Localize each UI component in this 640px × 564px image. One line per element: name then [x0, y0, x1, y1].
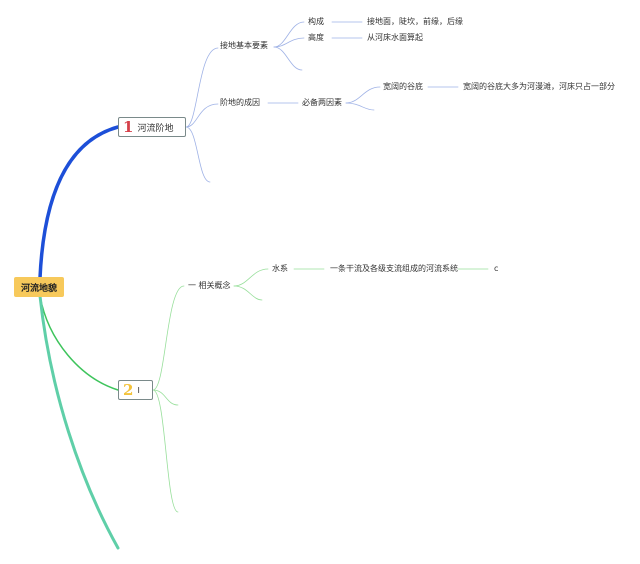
concept-to-empty: [233, 285, 263, 301]
t1-to-empty: [185, 126, 211, 183]
basic-to-empty: [273, 46, 303, 71]
concept-to-water: [233, 268, 269, 287]
topic-1-number: 1: [123, 118, 134, 136]
t2-to-concept: [152, 285, 185, 391]
node-wide-valley[interactable]: 宽阔的谷底: [383, 82, 423, 91]
node-terrace-cause[interactable]: 阶地的成因: [220, 98, 260, 107]
branch-2-edge: [39, 295, 119, 391]
root-node[interactable]: 河流地貌: [14, 277, 64, 297]
node-height-detail[interactable]: 从河床水面算起: [367, 33, 423, 42]
node-composition-detail[interactable]: 接地面，陡坎，前缘，后缘: [367, 17, 463, 26]
node-water-system[interactable]: 水系: [272, 264, 288, 273]
topic-2-number: 2: [123, 381, 134, 399]
topic-1-node[interactable]: 1 河流阶地: [118, 117, 186, 137]
node-wide-valley-detail[interactable]: 宽阔的谷底大多为河漫滩，河床只占一部分: [463, 82, 615, 91]
node-height[interactable]: 高度: [308, 33, 324, 42]
topic-2-node[interactable]: 2 I: [118, 380, 153, 400]
node-basic-elements[interactable]: 接地基本要素: [220, 41, 268, 50]
node-related-concepts[interactable]: 一 相关概念: [188, 281, 231, 290]
t1-to-cause: [185, 103, 219, 128]
basic-to-height: [273, 37, 305, 48]
branch-3-edge: [38, 294, 120, 550]
t1-to-basic: [185, 47, 219, 128]
root-label: 河流地貌: [20, 283, 57, 294]
factors-to-valley: [345, 86, 381, 104]
node-two-factors[interactable]: 必备两因素: [302, 98, 342, 107]
factors-to-empty: [345, 102, 375, 111]
branch-1-edge: [38, 125, 120, 280]
basic-to-comp: [273, 21, 305, 48]
t2-to-empty-2: [152, 389, 179, 513]
node-tail[interactable]: c: [494, 264, 499, 273]
node-water-system-detail[interactable]: 一条干流及各级支流组成的河流系统: [330, 264, 458, 273]
topic-2-label: I: [137, 385, 140, 395]
node-composition[interactable]: 构成: [308, 17, 324, 26]
topic-1-label: 河流阶地: [137, 123, 174, 134]
t2-to-empty-1: [152, 389, 179, 406]
